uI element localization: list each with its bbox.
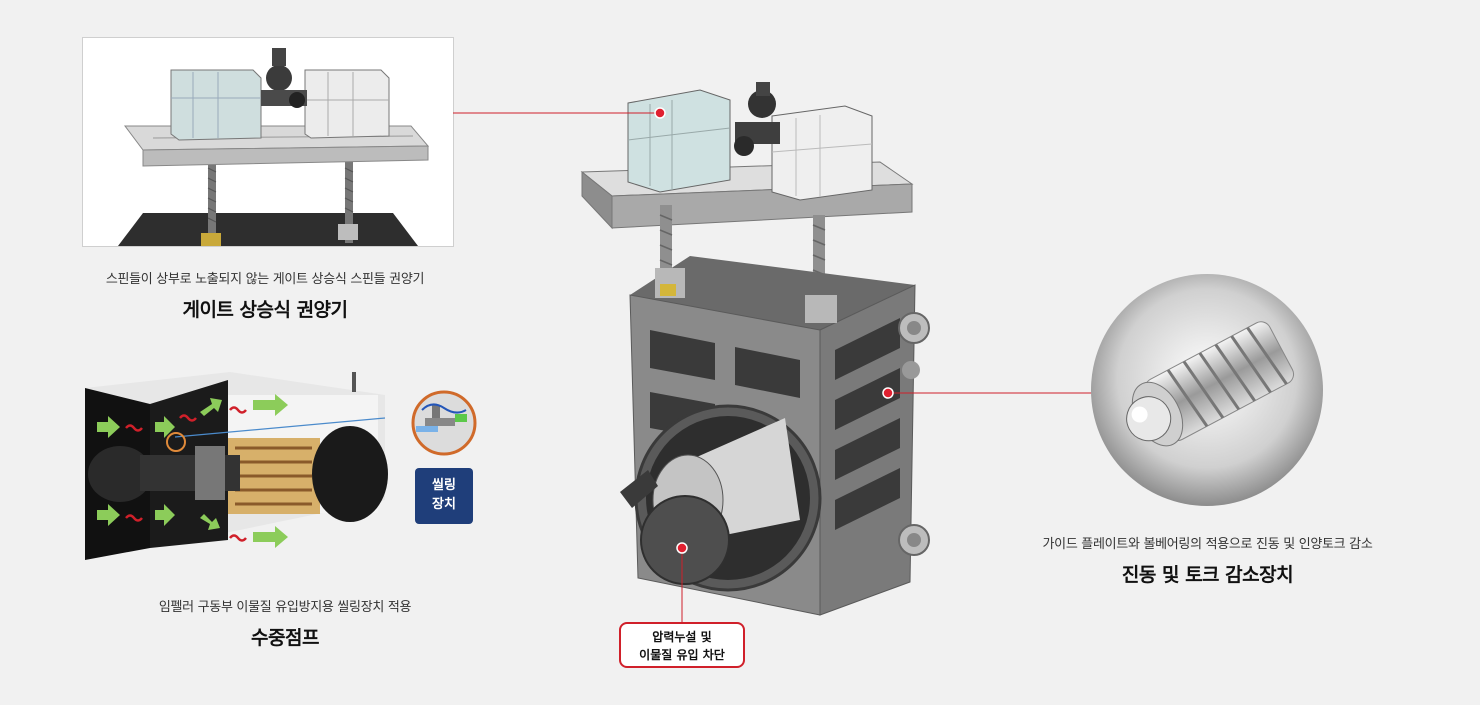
seal-marker [676,542,688,554]
ball-plunger-icon [1091,274,1323,506]
pump-subtitle: 임펠러 구동부 이물질 유입방지용 씰링장치 적용 [158,600,412,615]
pump-caption: 임펠러 구동부 이물질 유입방지용 씰링장치 적용 수중점프 [70,596,500,650]
vibration-caption: 가이드 플레이트와 볼베어링의 적용으로 진동 및 인양토크 감소 진동 및 토… [1000,533,1415,587]
hoist-title: 게이트 상승식 권양기 [182,299,348,321]
seal-badge: 씰링 장치 [415,468,473,524]
seal-badge-line1: 씰링 [432,478,456,493]
center-callout: 압력누설 및 이물질 유입 차단 [619,622,745,668]
connector-lines [453,107,1092,622]
pump-cutaway [85,372,388,560]
seal-detail-icon [411,390,477,456]
hoist-caption: 스핀들이 상부로 노출되지 않는 게이트 상승식 스핀들 권양기 게이트 상승식… [60,268,470,322]
hoist-illustration [118,48,430,246]
vibration-marker [882,387,894,399]
pump-title: 수중점프 [251,627,319,649]
hoist-subtitle: 스핀들이 상부로 노출되지 않는 게이트 상승식 스핀들 권양기 [105,272,425,287]
gate-assembly [580,82,930,616]
hoist-photo [82,37,454,247]
seal-badge-line2: 장치 [432,497,456,512]
center-callout-line2: 이물질 유입 차단 [639,648,725,662]
center-callout-line1: 압력누설 및 [652,630,712,644]
vibration-title: 진동 및 토크 감소장치 [1121,564,1294,586]
vibration-subtitle: 가이드 플레이트와 볼베어링의 적용으로 진동 및 인양토크 감소 [1042,537,1373,552]
hoist-marker [654,107,666,119]
